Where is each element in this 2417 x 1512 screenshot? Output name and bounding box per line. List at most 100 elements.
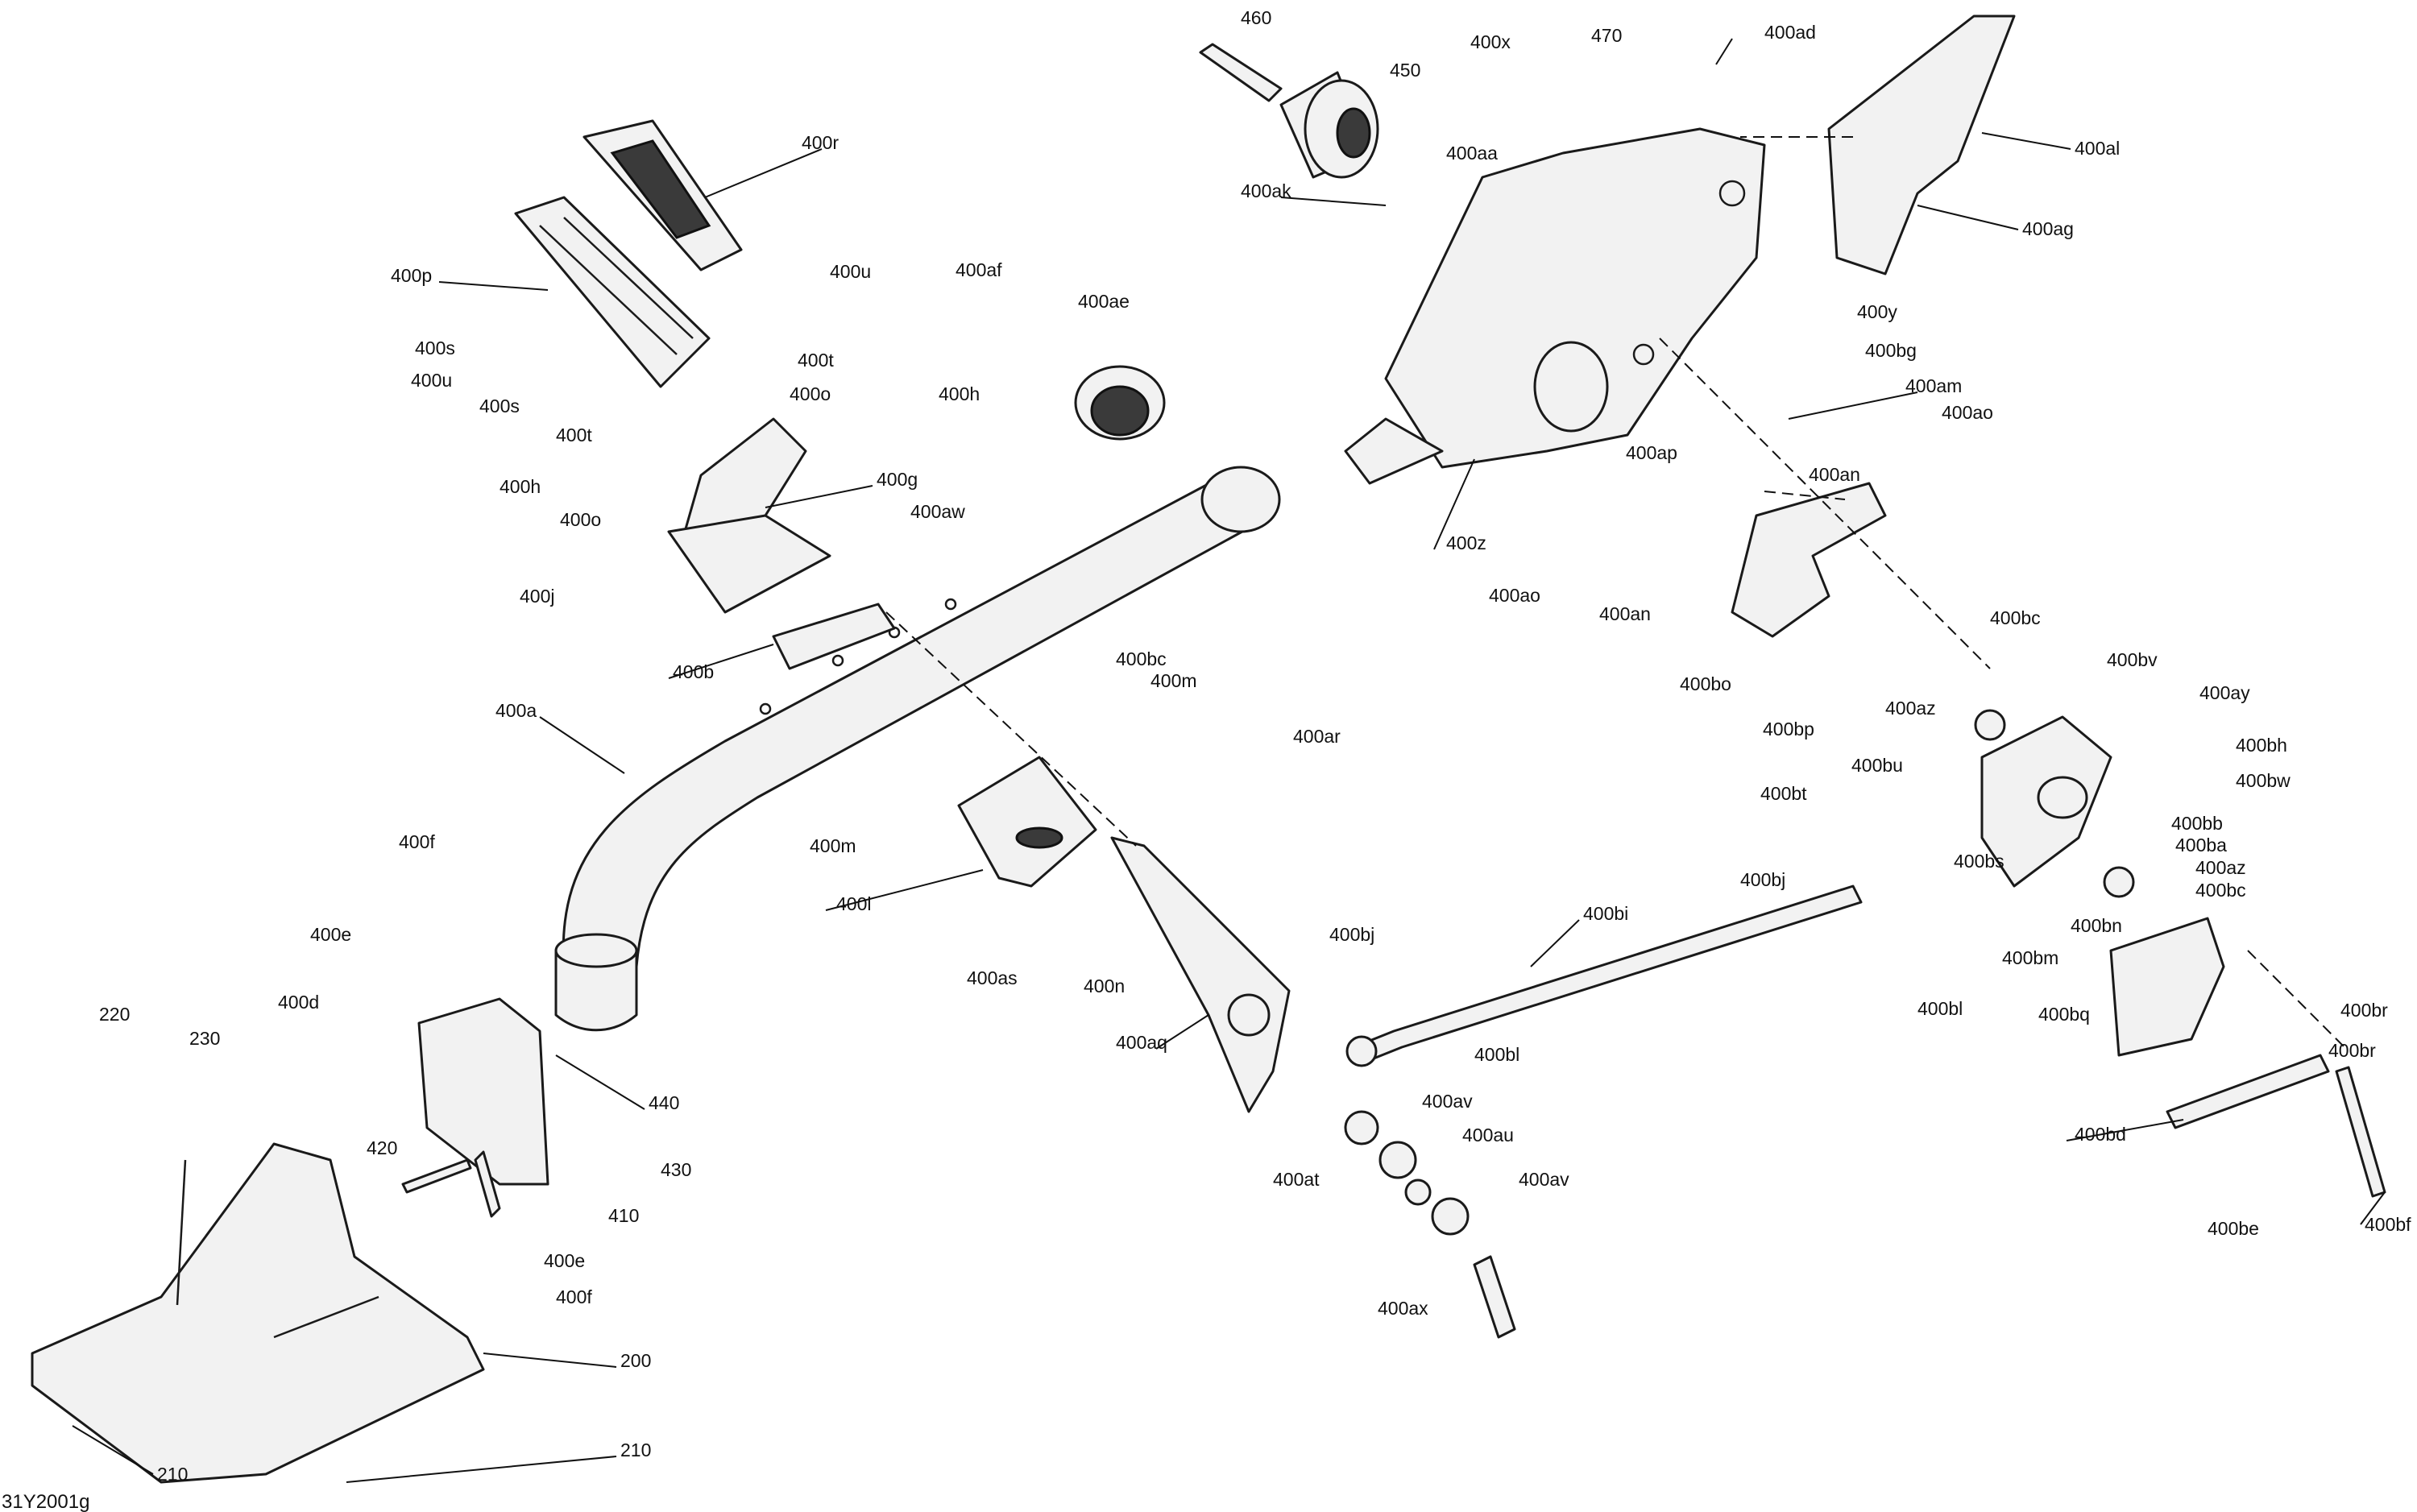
callout-400p: 400p	[391, 265, 432, 286]
bolt-420	[401, 1158, 472, 1194]
callout-400bl: 400bl	[1474, 1044, 1519, 1065]
callout-400bf: 400bf	[2365, 1214, 2411, 1235]
steering-tube-400a	[554, 466, 1281, 1032]
callout-400x: 400x	[1470, 31, 1511, 52]
bearing-stack-400at	[1344, 1110, 1516, 1339]
callout-400bu: 400bu	[1851, 755, 1903, 776]
bushing-410	[474, 1150, 501, 1218]
callout-400br: 400br	[2340, 1000, 2388, 1021]
callout-400bm: 400bm	[2002, 947, 2058, 968]
callout-400bt: 400bt	[1760, 783, 1807, 804]
callout-400au: 400au	[1462, 1125, 1514, 1145]
callout-400at: 400at	[1273, 1169, 1320, 1190]
callout-400bv: 400bv	[2107, 649, 2158, 670]
callout-400bb: 400bb	[2171, 813, 2223, 834]
callout-400bg: 400bg	[1865, 340, 1917, 361]
callout-400az: 400az	[1885, 698, 1936, 719]
callout-400t: 400t	[798, 350, 834, 371]
callout-400bc: 400bc	[1116, 648, 1167, 669]
pivot-bracket-400l	[957, 756, 1097, 888]
callout-400m: 400m	[1150, 670, 1197, 691]
callout-430: 430	[661, 1159, 691, 1180]
callout-400bi: 400bi	[1583, 903, 1628, 924]
callout-400be: 400be	[2208, 1218, 2259, 1239]
callout-400bw: 400bw	[2236, 770, 2291, 791]
bracket-400ag	[1827, 14, 2016, 275]
callout-450: 450	[1390, 60, 1420, 81]
mounting-bracket-400g	[667, 417, 831, 614]
callout-400f: 400f	[556, 1286, 592, 1307]
callout-400bn: 400bn	[2071, 915, 2122, 936]
callout-400bs: 400bs	[1954, 851, 2004, 872]
callout-400ao: 400ao	[1489, 585, 1540, 606]
callout-400ba: 400ba	[2175, 835, 2227, 855]
callout-400y: 400y	[1857, 301, 1897, 322]
callout-400b: 400b	[673, 661, 714, 682]
plate-400b	[772, 603, 896, 670]
figure-code: 31Y2001g	[2, 1491, 89, 1512]
callout-400ae: 400ae	[1078, 291, 1130, 312]
callout-400d: 400d	[278, 992, 319, 1013]
callout-440: 440	[649, 1092, 679, 1113]
callout-200: 200	[620, 1350, 651, 1371]
pulley-400ae	[1074, 365, 1166, 441]
callout-230: 230	[189, 1028, 220, 1049]
callout-400u: 400u	[411, 370, 452, 391]
footrest-pad-400r	[582, 119, 743, 271]
callout-400bo: 400bo	[1680, 673, 1731, 694]
callout-400ad: 400ad	[1764, 22, 1816, 43]
callout-400ak: 400ak	[1241, 180, 1291, 201]
callout-400s: 400s	[415, 338, 455, 358]
callout-400e: 400e	[544, 1250, 585, 1271]
arm-400aq	[1110, 836, 1291, 1113]
callout-210: 210	[157, 1464, 188, 1485]
callout-400an: 400an	[1809, 464, 1860, 485]
cover-400bq	[2109, 917, 2225, 1057]
callout-420: 420	[367, 1137, 397, 1158]
callout-400bd: 400bd	[2075, 1124, 2126, 1145]
callout-470: 470	[1591, 25, 1622, 46]
callout-400af: 400af	[956, 259, 1002, 280]
callout-210: 210	[620, 1440, 651, 1460]
callout-400an: 400an	[1599, 603, 1651, 624]
bolt-460	[1199, 43, 1283, 102]
callout-400ar: 400ar	[1293, 726, 1341, 747]
callout-400aa: 400aa	[1446, 143, 1498, 164]
callout-400bj: 400bj	[1329, 924, 1374, 945]
callout-400o: 400o	[560, 509, 601, 530]
callout-400am: 400am	[1905, 375, 1962, 396]
link-400bd	[2166, 1054, 2330, 1129]
bracket-400bo	[1731, 482, 1887, 638]
callout-400o: 400o	[790, 383, 831, 404]
footrest-base-400p	[514, 196, 711, 388]
skid-base-200	[31, 1142, 485, 1484]
steering-housing-400z	[1344, 127, 1766, 485]
callout-400aq: 400aq	[1116, 1032, 1167, 1053]
callout-400aw: 400aw	[910, 501, 965, 522]
callout-400ax: 400ax	[1378, 1298, 1428, 1319]
callout-400av: 400av	[1519, 1169, 1569, 1190]
callout-400al: 400al	[2075, 138, 2120, 159]
callout-400ap: 400ap	[1626, 442, 1677, 463]
tie-rod-400bi	[1345, 884, 1863, 1067]
callout-400f: 400f	[399, 831, 435, 852]
callout-410: 410	[608, 1205, 639, 1226]
callout-400av: 400av	[1422, 1091, 1473, 1112]
callout-400e: 400e	[310, 924, 351, 945]
callout-400h: 400h	[939, 383, 980, 404]
callout-460: 460	[1241, 7, 1271, 28]
callout-labels: 460 450 400x 470 400ad 400aa 400ak 400al 400ag 40…	[99, 7, 2411, 1485]
callout-400bc: 400bc	[2195, 880, 2246, 901]
callout-400j: 400j	[520, 586, 554, 607]
callout-400bh: 400bh	[2236, 735, 2287, 756]
callout-400ag: 400ag	[2022, 218, 2074, 239]
callout-400g: 400g	[877, 469, 918, 490]
callout-400h: 400h	[500, 476, 541, 497]
callout-400ao: 400ao	[1942, 402, 1993, 423]
callout-400u: 400u	[830, 261, 871, 282]
callout-220: 220	[99, 1004, 130, 1025]
callout-400bj: 400bj	[1740, 869, 1785, 890]
knuckle-400ay	[1974, 709, 2135, 898]
callout-400br: 400br	[2328, 1040, 2376, 1061]
